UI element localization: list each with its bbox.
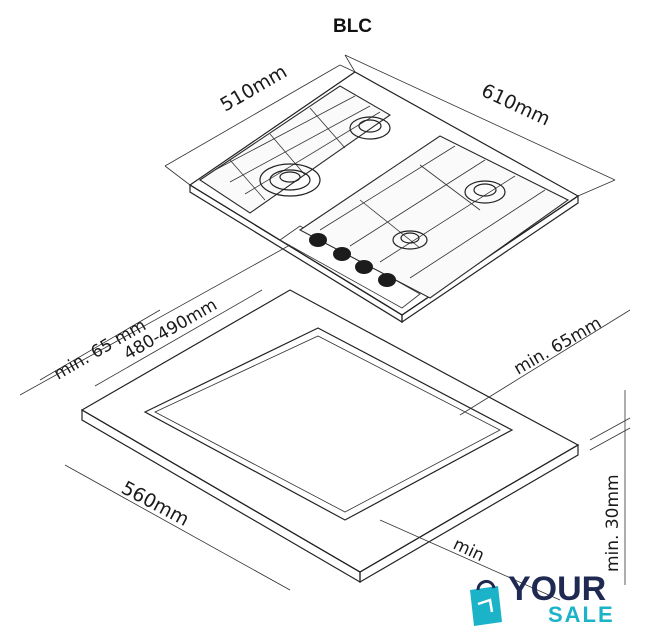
hob-illustration xyxy=(188,71,580,324)
label-min-gap-right: min. 65mm xyxy=(511,313,606,379)
control-knobs xyxy=(309,233,396,287)
countertop-dimension-lines xyxy=(19,244,631,601)
knob-4 xyxy=(378,273,396,287)
label-cutout-width: 560mm xyxy=(118,477,193,531)
logo-text-your: YOUR xyxy=(508,570,607,608)
hob-side-edge xyxy=(401,194,579,324)
label-min-front: min xyxy=(450,534,488,566)
knob-3 xyxy=(355,260,373,274)
burner-wok xyxy=(259,163,321,197)
countertop-illustration xyxy=(80,289,580,584)
countertop-side-edge xyxy=(359,443,579,584)
grate-left xyxy=(199,85,392,214)
label-min-thickness: min. 30mm xyxy=(603,474,623,572)
label-hob-width: 610mm xyxy=(478,80,554,131)
shopping-bag-icon xyxy=(470,580,502,626)
burner-front xyxy=(392,230,428,250)
label-hob-depth: 510mm xyxy=(217,61,291,117)
control-panel xyxy=(279,225,421,309)
diagram-title: BLC xyxy=(332,16,373,37)
cutout-inner-edge xyxy=(154,335,501,513)
knob-2 xyxy=(333,247,351,261)
burner-rear-right xyxy=(464,180,506,204)
logo-text-sale: SALE xyxy=(548,602,615,627)
cutout-opening xyxy=(143,327,514,521)
yoursale-logo xyxy=(470,580,502,626)
knob-1 xyxy=(309,233,327,247)
hob-dimension-lines xyxy=(164,54,616,197)
burner-rear-left xyxy=(349,116,391,140)
